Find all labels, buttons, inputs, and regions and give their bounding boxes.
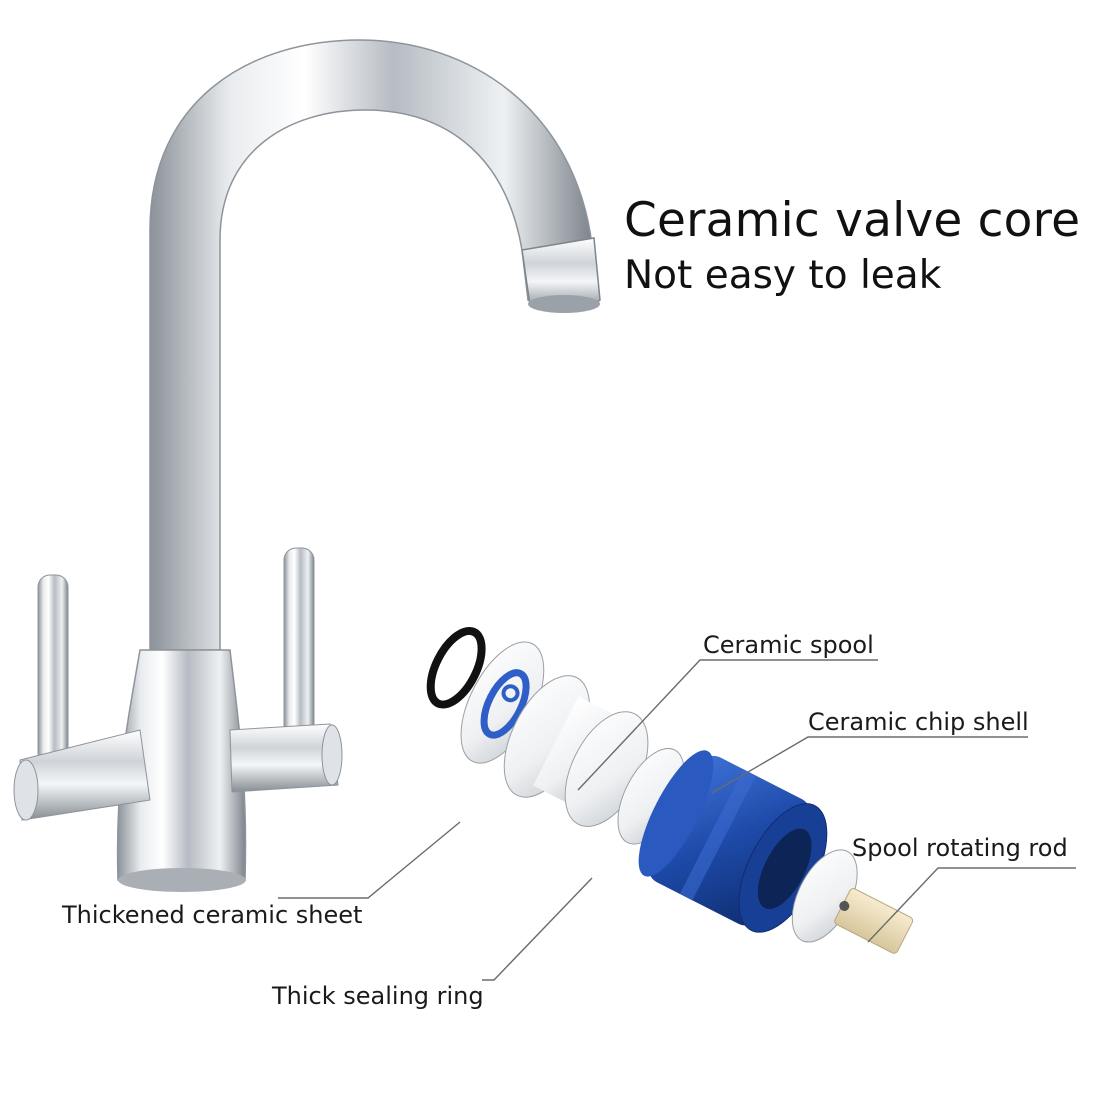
faucet-right-lever — [229, 547, 343, 793]
ceramic-chip-shell-part — [638, 750, 828, 933]
label-ceramic-spool: Ceramic spool — [703, 631, 874, 659]
faucet-left-lever — [13, 574, 151, 821]
leader-thick-sealing-ring — [482, 877, 593, 981]
label-spool-rotating-rod: Spool rotating rod — [852, 834, 1068, 862]
leader-thickened-ceramic-sheet — [278, 821, 461, 899]
valve-cartridge-exploded — [426, 626, 914, 954]
leader-ceramic-spool — [577, 659, 878, 791]
headline-title: Ceramic valve core — [624, 193, 1081, 248]
faucet-spout — [149, 39, 593, 651]
label-thick-sealing-ring: Thick sealing ring — [272, 982, 484, 1010]
leader-ceramic-chip-shell — [711, 736, 1028, 794]
headline-subtitle: Not easy to leak — [624, 253, 942, 298]
o-ring — [426, 626, 486, 709]
label-ceramic-chip-shell: Ceramic chip shell — [808, 708, 1029, 736]
spool-rotating-rod-part — [834, 888, 914, 954]
label-thickened-ceramic-sheet: Thickened ceramic sheet — [62, 901, 363, 929]
leader-lines — [278, 659, 1076, 981]
faucet — [13, 39, 601, 892]
leader-spool-rotating-rod — [867, 867, 1076, 943]
